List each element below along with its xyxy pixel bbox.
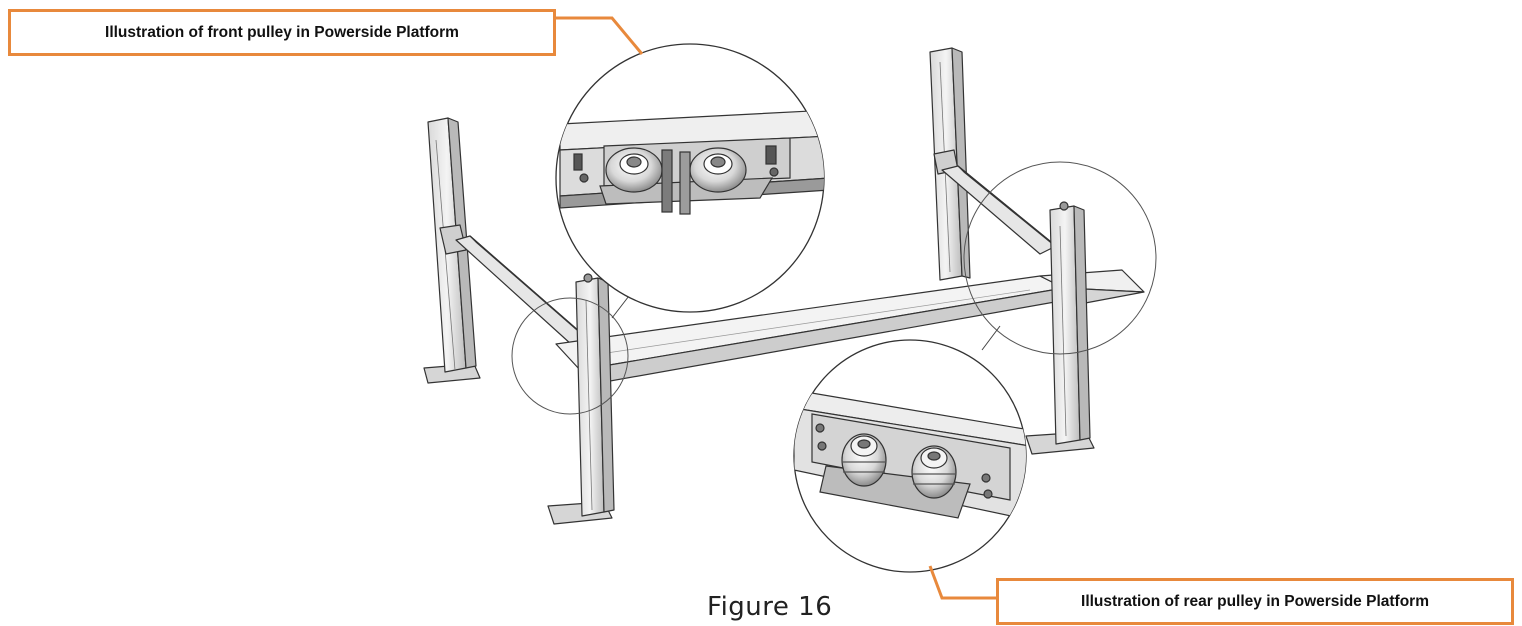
rear-pulley-callout: Illustration of rear pulley in Powerside… xyxy=(996,578,1514,625)
rear-callout-connector xyxy=(928,565,996,600)
rear-pulley-icon xyxy=(841,433,957,499)
front-callout-connector xyxy=(556,16,644,55)
figure-caption: Figure 16 xyxy=(707,592,833,622)
rear-pulley-zoom xyxy=(793,339,1027,573)
front-pulley-callout-text: Illustration of front pulley in Powersid… xyxy=(105,23,459,41)
detail-markers xyxy=(511,161,1157,415)
post-front-right xyxy=(1025,201,1095,455)
front-pulley-callout: Illustration of front pulley in Powersid… xyxy=(8,9,556,56)
front-pulley-icon xyxy=(605,147,747,193)
lift-structure xyxy=(423,47,1145,525)
post-back-right xyxy=(929,47,971,281)
front-pulley-zoom xyxy=(555,43,825,313)
post-front-left xyxy=(547,273,615,525)
rear-pulley-callout-text: Illustration of rear pulley in Powerside… xyxy=(1081,592,1429,610)
